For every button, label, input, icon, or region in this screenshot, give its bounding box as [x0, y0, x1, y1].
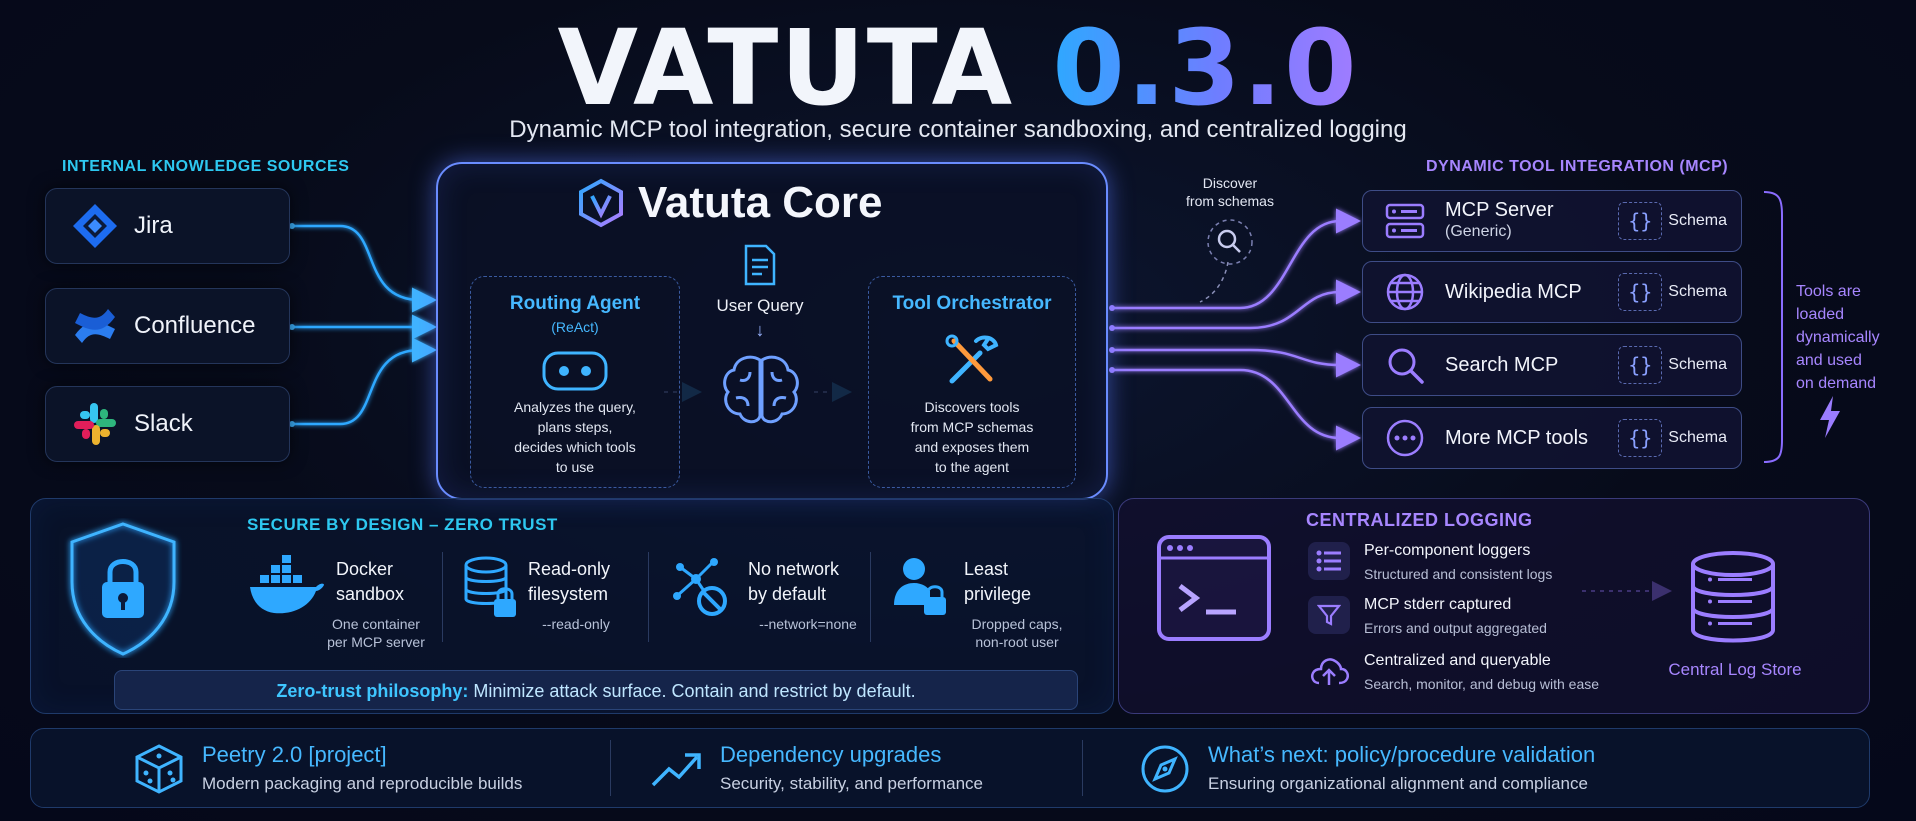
mcp-card-more: More MCP tools {} Schema	[1362, 407, 1742, 469]
docker-icon	[246, 555, 326, 622]
philosophy-text: Minimize attack surface. Contain and res…	[473, 681, 916, 701]
database-lock-icon	[462, 555, 522, 624]
braces-icon: {}	[1618, 273, 1663, 311]
slack-icon	[68, 397, 122, 451]
jira-icon	[68, 199, 122, 253]
schema-badge: {} Schema	[1618, 273, 1727, 311]
terminal-icon	[1156, 534, 1272, 647]
divider	[870, 552, 871, 642]
mcp-card-server: MCP Server (Generic) {} Schema	[1362, 190, 1742, 252]
logging-label: CENTRALIZED LOGGING	[1306, 510, 1533, 530]
braces-icon: {}	[1618, 346, 1663, 384]
trend-up-icon	[650, 742, 704, 796]
shield-lock-icon	[62, 518, 184, 663]
schema-badge: {} Schema	[1618, 419, 1727, 457]
sources-label: INTERNAL KNOWLEDGE SOURCES	[62, 158, 350, 175]
lightning-icon	[1818, 396, 1842, 443]
wire-jira	[292, 224, 437, 313]
wire-mcp-server	[1112, 208, 1361, 310]
user-query-label: User Query	[716, 296, 804, 315]
mcp-card-label: More MCP tools	[1445, 427, 1589, 449]
mcp-card-wikipedia: Wikipedia MCP {} Schema	[1362, 261, 1742, 323]
source-card-jira: Jira	[45, 188, 290, 264]
network-blocked-icon	[668, 555, 734, 626]
down-arrow-icon: ↓	[755, 320, 765, 340]
title-text: VATUTA	[557, 7, 1015, 129]
routing-agent-desc: Analyzes the query, plans steps, decides…	[514, 399, 636, 475]
dice-icon	[132, 742, 186, 796]
server-icon	[1383, 199, 1427, 243]
vatuta-logo-icon	[578, 178, 624, 228]
routing-agent-subtitle: (ReAct)	[551, 319, 599, 335]
brain-icon	[718, 352, 804, 433]
more-icon	[1383, 416, 1427, 460]
secure-label: SECURE BY DESIGN – ZERO TRUST	[247, 515, 558, 534]
sec-item-sub: --network=none	[759, 616, 857, 632]
wire-wikipedia	[1112, 279, 1361, 330]
zero-trust-bar: Zero-trust philosophy: Minimize attack s…	[114, 670, 1078, 710]
mcp-card-label: MCP Server (Generic)	[1445, 199, 1554, 240]
user-lock-icon	[892, 555, 952, 622]
mcp-bracket	[1763, 191, 1783, 463]
logging-panel	[1118, 498, 1870, 714]
globe-icon	[1383, 270, 1427, 314]
tool-orchestrator-desc: Discovers tools from MCP schemas and exp…	[910, 399, 1034, 475]
wire-slack	[292, 337, 437, 426]
tool-orchestrator-box: Tool Orchestrator Discovers tools from M…	[868, 276, 1076, 488]
core-title-text: Vatuta Core	[638, 178, 883, 227]
braces-icon: {}	[1618, 419, 1663, 457]
schema-badge: {} Schema	[1618, 346, 1727, 384]
tools-icon	[942, 331, 1002, 391]
log-store-icon	[1688, 550, 1778, 651]
source-card-confluence: Confluence	[45, 288, 290, 364]
list-icon	[1308, 542, 1350, 580]
mcp-card-search: Search MCP {} Schema	[1362, 334, 1742, 396]
discover-search-icon	[1206, 218, 1254, 271]
filter-icon	[1308, 596, 1350, 634]
main-title: VATUTA 0.3.0	[0, 8, 1916, 128]
divider	[442, 552, 443, 642]
mcp-card-label: Search MCP	[1445, 354, 1559, 376]
document-icon	[726, 244, 794, 286]
footer-panel	[30, 728, 1870, 808]
wire-search	[1112, 348, 1361, 378]
cloud-upload-icon	[1308, 652, 1350, 690]
core-title: Vatuta Core	[578, 178, 883, 228]
source-label: Slack	[134, 410, 193, 437]
confluence-icon	[68, 299, 122, 353]
wire-more	[1112, 368, 1361, 451]
source-label: Confluence	[134, 312, 256, 339]
mcp-label: DYNAMIC TOOL INTEGRATION (MCP)	[1426, 158, 1729, 175]
routing-agent-box: Routing Agent (ReAct) Analyzes the query…	[470, 276, 680, 488]
discover-label: Discover from schemas	[1186, 175, 1274, 209]
mcp-card-label: Wikipedia MCP	[1445, 281, 1582, 303]
log-store-label: Central Log Store	[1668, 660, 1802, 679]
tool-orchestrator-title: Tool Orchestrator	[892, 293, 1052, 314]
search-icon	[1383, 343, 1427, 387]
source-label: Jira	[134, 212, 173, 239]
source-card-slack: Slack	[45, 386, 290, 462]
discover-connector	[1199, 261, 1229, 303]
mcp-note: Tools are loaded dynamically and used on…	[1796, 283, 1880, 392]
divider	[610, 740, 611, 796]
version-text: 0.3.0	[1052, 7, 1359, 129]
routing-agent-title: Routing Agent	[509, 293, 641, 314]
schema-badge: {} Schema	[1618, 202, 1727, 240]
sec-item-sub: --read-only	[542, 616, 610, 632]
sec-item-sub: Dropped caps,non-root user	[971, 616, 1063, 650]
compass-icon	[1138, 742, 1192, 796]
subtitle: Dynamic MCP tool integration, secure con…	[509, 116, 1407, 143]
divider	[648, 552, 649, 642]
divider	[1082, 740, 1083, 796]
philosophy-label: Zero-trust philosophy:	[276, 681, 469, 701]
robot-icon	[540, 349, 610, 393]
braces-icon: {}	[1618, 202, 1663, 240]
